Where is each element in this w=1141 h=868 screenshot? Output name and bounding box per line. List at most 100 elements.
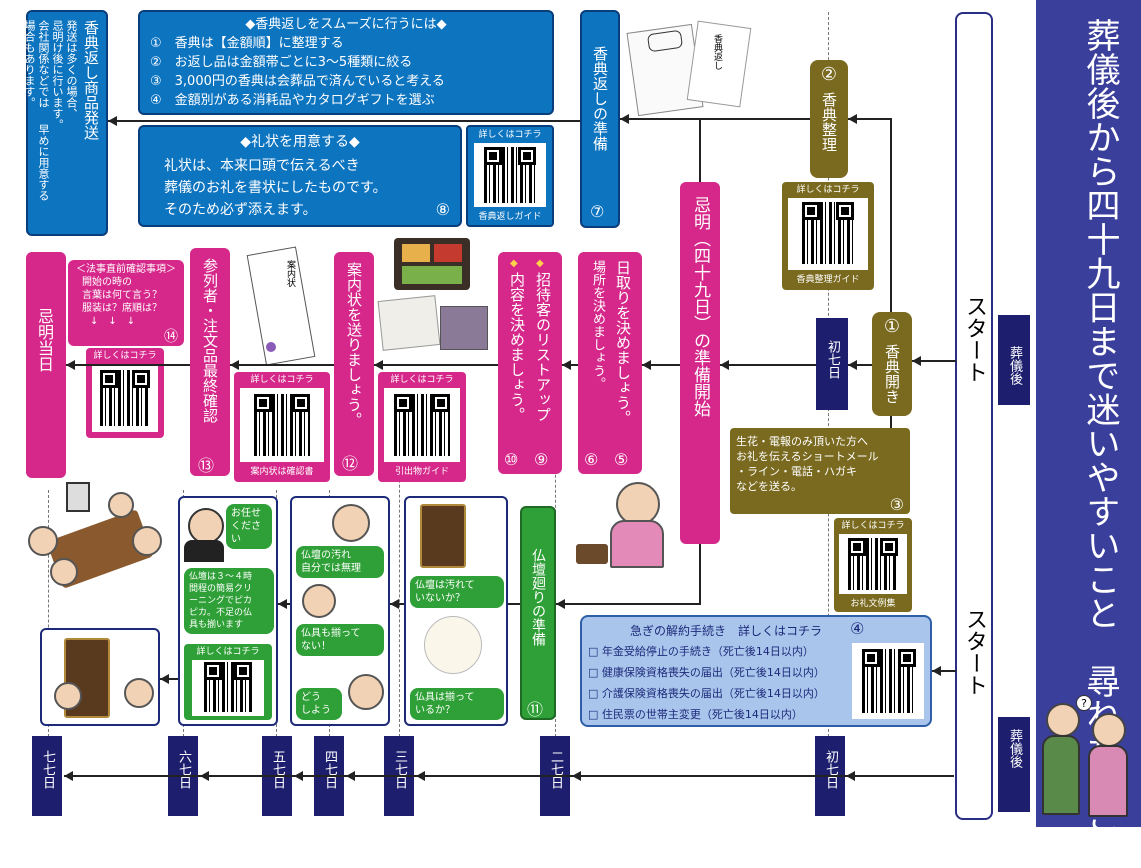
qr-code-icon[interactable]: [862, 649, 916, 713]
butsudan-illustration: [420, 504, 466, 568]
phone-call-illustration: [574, 474, 678, 574]
qr-caption: 詳しくはコチラ: [250, 375, 314, 385]
qr-caption: 詳しくはコチラ: [841, 521, 905, 531]
checklist-item[interactable]: □ 介護保険資格喪失の届出（死亡後14日以内）: [588, 687, 825, 700]
koden-return-tips: ◆香典返しをスムーズに行うには◆ ① 香典は【金額順】に整理する ② お返し品は…: [138, 10, 554, 115]
butsudan-service-panel: お任せください 仏壇は３～４時間程の簡易クリーニングでピカピカ。不足の仏具も揃い…: [178, 496, 278, 726]
checkbox-icon: □: [588, 645, 602, 658]
kimyo-preparation-start: 忌明（四十九日）の準備開始: [680, 182, 720, 544]
qr-caption: 詳しくはコチラ: [796, 185, 860, 195]
step6-number: ⑥: [584, 450, 599, 469]
qr-caption: 詳しくはコチラ: [390, 375, 454, 385]
worry-bubble-2: 仏具も揃ってない！: [296, 624, 384, 656]
day-nanananoka: 七七日: [32, 736, 62, 816]
step56-date-place: 日取りを決めましょう。 場所を決めましょう。 ⑥ ⑤: [578, 252, 642, 474]
staff-woman-illustration: [188, 508, 224, 544]
koden-return-shipping: 香典返し商品発送 発送は多くの場合、 忌明け後に行います。 会社関係などでは 会…: [23, 10, 108, 236]
step12-qr-card[interactable]: 詳しくはコチラ 引出物ガイド: [378, 372, 466, 482]
checklist-item[interactable]: □ 年金受給停止の手続き（死亡後14日以内）: [588, 645, 814, 658]
step5-number: ⑤: [614, 450, 629, 469]
step12-number: ⑫: [342, 454, 359, 473]
step9-number: ⑨: [534, 450, 549, 469]
checklist-item[interactable]: □ 住民票の世帯主変更（死亡後14日以内）: [588, 708, 803, 721]
step11-butsudan-prep: 仏壇廻りの準備 ⑪: [520, 506, 556, 720]
day-shonanoka-top: 初七日: [816, 318, 848, 410]
step14-qr-card[interactable]: 詳しくはコチラ: [86, 348, 164, 438]
kimyo-day: 忌明当日: [26, 252, 66, 478]
checklist-item[interactable]: □ 健康保険資格喪失の届出（死亡後14日以内）: [588, 666, 825, 679]
step13-final-check: 参列者・注文品最終確認 ⑬: [190, 248, 230, 476]
qr-code-icon: [848, 538, 898, 590]
step3-qr-card[interactable]: 詳しくはコチラ お礼文例集: [834, 518, 912, 612]
step7-qr-card[interactable]: 詳しくはコチラ 香典返しガイド: [466, 125, 554, 227]
step4-title[interactable]: 急ぎの解約手続き 詳しくはコチラ: [630, 624, 823, 638]
step13-number: ⑬: [198, 456, 215, 475]
step7-koden-return: 香典返しの準備 ⑦: [580, 10, 620, 228]
title-band: [1036, 0, 1141, 827]
envelope-title: 香典返し: [712, 34, 722, 70]
step12-guide: 引出物ガイド: [394, 467, 449, 477]
qr-code-icon: [394, 394, 450, 456]
start-column: [955, 12, 993, 820]
step3-thanks-message: 生花・電報のみ頂いた方へ お礼を伝えるショートメール ・ライン・電話・ハガキ な…: [730, 428, 910, 514]
qr-code-icon: [100, 370, 150, 426]
step14-number: ⑭: [164, 329, 178, 345]
step14-arrows: ↓ ↓ ↓: [90, 316, 136, 327]
qr-code-icon: [254, 394, 310, 456]
worried-woman-illustration: [332, 504, 370, 542]
step5-label: 場所を決めましょう。: [590, 260, 605, 390]
step14-header: ＜法事直前確認事項＞: [76, 264, 176, 275]
step3-guide: お礼文例集: [850, 599, 896, 609]
step8-line-3: そのため必ず添えます。: [164, 202, 317, 218]
step3-line-1: 生花・電報のみ頂いた方へ: [736, 435, 868, 448]
step6-label: 日取りを決めましょう。: [614, 260, 632, 425]
step3-line-4: などを送る。: [736, 480, 802, 493]
butsudan-check-panel: 仏壇は汚れていないか？ 仏具は揃っているか？: [404, 496, 508, 726]
qr-code-icon: [484, 147, 536, 203]
family-butsudan-panel: [40, 628, 160, 726]
step4-urgent-procedures: 急ぎの解約手続き 詳しくはコチラ ④ □ 年金受給停止の手続き（死亡後14日以内…: [580, 615, 932, 727]
service-bubble-1: お任せください: [226, 504, 272, 549]
step1-label: 香典開き: [883, 344, 901, 404]
butsugu-illustration: [424, 616, 482, 674]
qr-code-icon: [802, 202, 854, 264]
step3-line-2: お礼を伝えるショートメール: [736, 450, 879, 463]
confused-couple-illustration: ?: [1040, 695, 1138, 823]
tips-line-3: ③ 3,000円の香典は会葬品で済んでいると考える: [150, 74, 445, 89]
step10-number: ⑩: [504, 450, 519, 469]
sogigo-label-bottom: 葬儀後: [998, 717, 1030, 812]
sogigo-label-top: 葬儀後: [998, 315, 1030, 405]
step13-qr-card[interactable]: 詳しくはコチラ 案内状は確認書: [234, 372, 330, 482]
step7-number: ⑦: [590, 202, 605, 221]
service-qr-card[interactable]: 詳しくはコチラ: [184, 644, 272, 720]
step8-line-2: 葬儀のお礼を書状にしたものです。: [164, 180, 387, 196]
qr-caption: 詳しくはコチラ: [93, 351, 157, 361]
checkbox-icon: □: [588, 708, 602, 721]
letter-title: 案内状: [285, 260, 295, 287]
step3-number: ③: [889, 495, 904, 514]
step11-number: ⑪: [527, 700, 544, 719]
butsudan-worry-panel: 仏壇の汚れ自分では無理 仏具も揃ってない！ どうしよう: [290, 496, 390, 726]
qr-caption: 詳しくはコチラ: [478, 130, 542, 140]
step1-koden-opening: ① 香典開き: [872, 312, 912, 416]
question-bubble-1: 仏壇は汚れていないか？: [410, 576, 504, 608]
step13-guide: 案内状は確認書: [250, 467, 314, 477]
step1-number: ①: [883, 316, 901, 337]
step9-label: 招待客のリストアップ: [534, 272, 552, 422]
tips-line-4: ④ 金額別がある消耗品やカタログギフトを選ぶ: [150, 93, 435, 108]
question-icon: ?: [1076, 695, 1092, 711]
step2-qr-card[interactable]: 詳しくはコチラ 香典整理ガイド: [782, 182, 874, 290]
step8-thank-you-letter: ◆礼状を用意する◆ 礼状は、本来口頭で伝えるべき 葬儀のお礼を書状にしたものです…: [138, 125, 462, 227]
step14-pre-ceremony-checklist: ＜法事直前確認事項＞ 開始の時の 言葉は何て言う？ 服装は？席順は？ ↓ ↓ ↓…: [68, 260, 184, 346]
step3-line-3: ・ライン・電話・ハガキ: [736, 465, 857, 478]
worry-bubble-1: 仏壇の汚れ自分では無理: [296, 546, 384, 578]
step7-guide: 香典返しガイド: [478, 212, 542, 222]
step4-number: ④: [850, 619, 865, 638]
step2-number: ②: [820, 64, 838, 85]
step8-line-1: 礼状は、本来口頭で伝えるべき: [164, 158, 360, 174]
step10-label: 内容を決めましょう。: [508, 272, 526, 422]
tips-line-1: ① 香典は【金額順】に整理する: [150, 36, 344, 51]
koden-gift-illustration: 香典返し: [626, 10, 752, 118]
step4-list: □ 年金受給停止の手続き（死亡後14日以内） □ 健康保険資格喪失の届出（死亡後…: [588, 641, 848, 725]
tips-line-2: ② お返し品は金額帯ごとに3～5種類に絞る: [150, 55, 413, 70]
